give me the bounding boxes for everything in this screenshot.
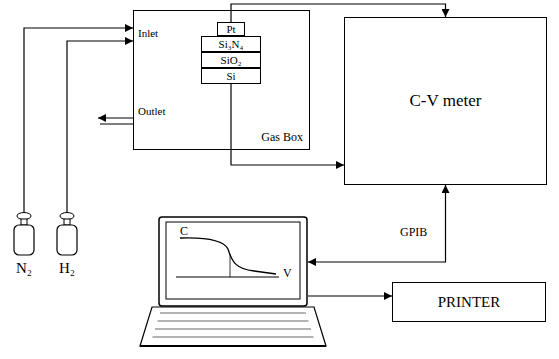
cylinder-outline bbox=[54, 212, 80, 256]
node-text: C-V meter bbox=[410, 92, 482, 111]
keyboard-row bbox=[153, 337, 314, 338]
pt-electrode: Pt bbox=[217, 22, 245, 36]
port-label: Outlet bbox=[138, 105, 166, 117]
signal-wire bbox=[24, 28, 133, 212]
gas-cylinder: N₂ bbox=[11, 212, 37, 256]
flatband-marker bbox=[230, 254, 231, 277]
screen-display bbox=[166, 222, 300, 299]
node-text: C bbox=[180, 225, 188, 238]
laptop-front-edge bbox=[140, 345, 326, 347]
cylinder-outline bbox=[11, 212, 37, 256]
outlet-pipe bbox=[98, 117, 133, 118]
screen-frame bbox=[159, 217, 307, 306]
valve bbox=[60, 213, 74, 220]
printer-box: PRINTER bbox=[392, 282, 546, 322]
keyboard-row bbox=[155, 329, 311, 330]
node-text: SiO₂ bbox=[221, 54, 242, 66]
gas-cylinder: H₂ bbox=[54, 212, 80, 256]
computer-screen: CV bbox=[158, 216, 308, 307]
cylinder-neck bbox=[64, 219, 70, 225]
keyboard-row bbox=[158, 321, 309, 322]
node-text: Si₃N₄ bbox=[219, 38, 244, 50]
node-text: V bbox=[283, 267, 292, 280]
signal-wire bbox=[231, 84, 344, 165]
oxide-layer: SiO₂ bbox=[201, 52, 261, 68]
node-text: PRINTER bbox=[438, 294, 501, 311]
node-text: Si bbox=[226, 70, 235, 82]
cylinder-body bbox=[57, 225, 77, 255]
cylinder-body bbox=[14, 225, 34, 255]
node-text: Pt bbox=[226, 23, 235, 35]
port-label: Inlet bbox=[138, 27, 158, 39]
keyboard bbox=[153, 313, 314, 337]
voltage-axis bbox=[176, 277, 279, 278]
outlet-pipe-wall bbox=[100, 124, 133, 125]
nitride-layer: Si₃N₄ bbox=[201, 36, 261, 52]
signal-wire bbox=[308, 295, 392, 296]
silicon-substrate: Si bbox=[201, 68, 261, 84]
bus-label: GPIB bbox=[398, 226, 429, 239]
node-text: Gas Box bbox=[261, 131, 303, 144]
node-text: H₂ bbox=[42, 260, 92, 277]
node-text: N₂ bbox=[0, 260, 49, 277]
gas-box: PtSi₃N₄ SiO₂ SiGas Box bbox=[133, 10, 310, 150]
cylinder-neck bbox=[21, 219, 27, 225]
laptop-base bbox=[140, 307, 326, 346]
cv-curve bbox=[180, 238, 276, 274]
signal-wire bbox=[308, 185, 446, 262]
signal-wire bbox=[67, 41, 133, 212]
keyboard-row bbox=[160, 313, 306, 314]
valve bbox=[17, 213, 31, 220]
cv-meter-box: C-V meter bbox=[344, 17, 547, 185]
